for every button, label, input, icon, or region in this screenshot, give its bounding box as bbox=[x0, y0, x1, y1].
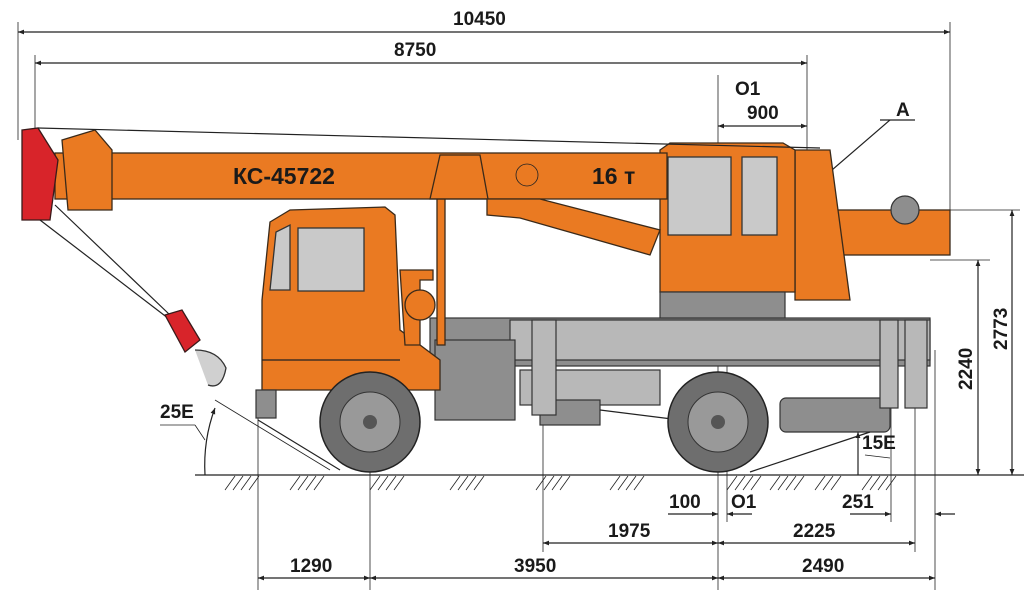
front-wheel bbox=[319, 371, 421, 473]
model-name: КС-45722 bbox=[233, 163, 335, 189]
rear-departure-line bbox=[749, 431, 871, 473]
superstructure bbox=[659, 142, 951, 319]
dim-wheelbase: 3950 bbox=[514, 556, 556, 577]
dim-rear-overhang: 2490 bbox=[802, 556, 844, 577]
boom-head bbox=[21, 127, 59, 221]
dim-front-overhang: 1290 bbox=[290, 556, 332, 577]
dim-offset-251: 251 bbox=[842, 492, 874, 513]
dim-height-2240: 2240 bbox=[956, 348, 977, 390]
boom bbox=[21, 127, 821, 387]
dim-boom-length: 8750 bbox=[394, 40, 436, 61]
axis-label-bottom: O1 bbox=[731, 492, 757, 513]
hook-icon bbox=[194, 349, 227, 387]
model-capacity: 16 т bbox=[592, 163, 635, 189]
ground bbox=[195, 474, 1024, 491]
dim-offset-100: 100 bbox=[669, 492, 701, 513]
dim-2225: 2225 bbox=[793, 521, 836, 542]
dim-1975: 1975 bbox=[608, 521, 651, 542]
angle-rear: 15E bbox=[862, 433, 896, 454]
chassis bbox=[429, 317, 931, 433]
angle-front: 25E bbox=[160, 402, 194, 423]
dim-height-2773: 2773 bbox=[991, 308, 1012, 350]
dim-axis-offset: 900 bbox=[747, 103, 779, 124]
detail-label-a: A bbox=[896, 100, 910, 121]
truck-cab bbox=[255, 194, 446, 419]
rear-wheel bbox=[667, 371, 769, 473]
dim-overall-length: 10450 bbox=[453, 9, 506, 30]
hook-block bbox=[164, 309, 201, 353]
axis-label-top: O1 bbox=[735, 79, 761, 100]
front-approach-line bbox=[257, 419, 341, 471]
